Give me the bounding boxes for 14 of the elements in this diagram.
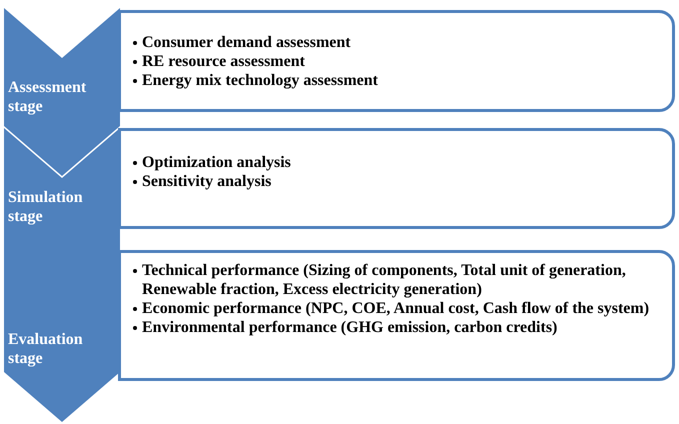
- bullet-list-panel: [118, 10, 675, 112]
- bullet-text: Sensitivity analysis: [142, 173, 272, 190]
- bullet-text: Consumer demand assessment: [142, 34, 351, 51]
- bullet-text: RE resource assessment: [142, 53, 305, 70]
- bullet-text: Environmental performance (GHG emission, carbon credits): [142, 319, 558, 336]
- stage-label: Simulation stage: [8, 188, 84, 226]
- bullet-list-panel: [118, 250, 675, 381]
- stage-label: Evaluation stage: [8, 330, 84, 368]
- bullet-text: Energy mix technology assessment: [142, 72, 378, 89]
- bullet-text: Optimization analysis: [142, 154, 291, 171]
- bullet-list-panel: [118, 128, 675, 229]
- bullet-text: Economic performance (NPC, COE, Annual cost, Cash flow of the system): [142, 300, 650, 317]
- bullet-text: Technical performance (Sizing of components, Total unit of generation, Renewable fraction, Excess electricity generation): [142, 262, 626, 298]
- stage-label: Assessment stage: [8, 78, 88, 116]
